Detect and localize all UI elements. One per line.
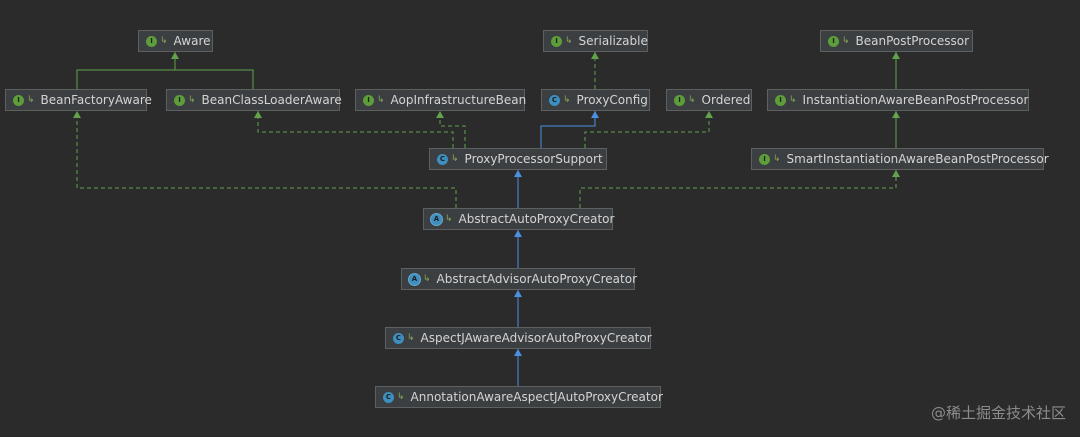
edge-arrowhead xyxy=(171,52,179,59)
node-label: Aware xyxy=(173,34,211,48)
node-label: ProxyConfig xyxy=(576,93,648,107)
interface-icon: I xyxy=(674,94,685,106)
node-aop-infrastructure-bean[interactable]: I↳ AopInfrastructureBean xyxy=(355,89,527,111)
node-label: AbstractAdvisorAutoProxyCreator xyxy=(436,272,637,286)
modifier-icon: ↳ xyxy=(377,95,385,105)
modifier-icon: ↳ xyxy=(842,36,850,46)
edge-arrowhead xyxy=(892,52,900,59)
node-label: Serializable xyxy=(578,34,648,48)
modifier-icon: ↳ xyxy=(789,95,797,105)
modifier-icon: ↳ xyxy=(160,36,168,46)
node-label: Ordered xyxy=(701,93,751,107)
edge-arrowhead xyxy=(514,349,522,356)
watermark: @稀土掘金技术社区 xyxy=(930,404,1066,422)
modifier-icon: ↳ xyxy=(451,154,459,164)
interface-icon: I xyxy=(13,94,24,106)
modifier-icon: ↳ xyxy=(423,274,431,284)
interface-icon: I xyxy=(551,35,562,47)
edge-arrowhead xyxy=(514,230,522,237)
modifier-icon: ↳ xyxy=(773,154,781,164)
interface-icon: I xyxy=(146,35,157,47)
edge-proxyProcessorSupport-to-proxyConfig xyxy=(540,111,596,148)
edge-arrowhead xyxy=(591,111,599,118)
edge-arrowhead xyxy=(254,111,262,118)
modifier-icon: ↳ xyxy=(27,95,35,105)
edge-abstractAutoProxyCreator-to-smartInstantiationAwareBeanPostProcessor xyxy=(579,170,897,208)
edge-proxyProcessorSupport-to-aopInfrastructureBean xyxy=(439,111,466,148)
node-label: ProxyProcessorSupport xyxy=(464,152,603,166)
node-ordered[interactable]: I↳ Ordered xyxy=(666,89,752,111)
interface-icon: I xyxy=(775,94,786,106)
modifier-icon: ↳ xyxy=(563,95,571,105)
node-smart-instantiation-aware-bean-post-processor[interactable]: I↳ SmartInstantiationAwareBeanPostProcess… xyxy=(751,148,1049,170)
modifier-icon: ↳ xyxy=(188,95,196,105)
modifier-icon: ↳ xyxy=(565,36,573,46)
node-abstract-advisor-auto-proxy-creator[interactable]: A↳ AbstractAdvisorAutoProxyCreator xyxy=(401,268,637,290)
edge-arrowhead xyxy=(591,52,599,59)
node-annotation-aware-aspectj-auto-proxy-creator[interactable]: C↳ AnnotationAwareAspectJAutoProxyCreator xyxy=(375,386,663,408)
abstract-class-icon: A xyxy=(431,213,442,225)
edge-beanClassLoaderAware-to-aware xyxy=(175,69,254,89)
modifier-icon: ↳ xyxy=(445,214,453,224)
class-icon: C xyxy=(383,391,394,403)
node-aware[interactable]: I↳ Aware xyxy=(138,30,213,52)
class-icon: C xyxy=(437,153,448,165)
interface-icon: I xyxy=(174,94,185,106)
edge-proxyProcessorSupport-to-ordered xyxy=(584,111,710,148)
node-proxy-config[interactable]: C↳ ProxyConfig xyxy=(541,89,650,111)
edge-arrowhead xyxy=(436,111,444,118)
node-label: AspectJAwareAdvisorAutoProxyCreator xyxy=(420,331,652,345)
interface-icon: I xyxy=(363,94,374,106)
node-label: AnnotationAwareAspectJAutoProxyCreator xyxy=(410,390,663,404)
node-label: BeanFactoryAware xyxy=(40,93,152,107)
interface-icon: I xyxy=(759,153,770,165)
edge-arrowhead xyxy=(705,111,713,118)
interface-icon: I xyxy=(828,35,839,47)
node-proxy-processor-support[interactable]: C↳ ProxyProcessorSupport xyxy=(429,148,607,170)
edge-beanFactoryAware-to-aware xyxy=(76,52,176,89)
edge-arrowhead xyxy=(892,170,900,177)
node-bean-class-loader-aware[interactable]: I↳ BeanClassLoaderAware xyxy=(166,89,342,111)
edge-arrowhead xyxy=(514,170,522,177)
node-label: InstantiationAwareBeanPostProcessor xyxy=(802,93,1029,107)
node-aspectj-aware-advisor-auto-proxy-creator[interactable]: C↳ AspectJAwareAdvisorAutoProxyCreator xyxy=(385,327,652,349)
node-bean-factory-aware[interactable]: I↳ BeanFactoryAware xyxy=(5,89,152,111)
edge-arrowhead xyxy=(514,290,522,297)
edge-arrowhead xyxy=(73,111,81,118)
node-label: AbstractAutoProxyCreator xyxy=(458,212,615,226)
node-label: BeanPostProcessor xyxy=(855,34,970,48)
class-icon: C xyxy=(549,94,560,106)
node-label: SmartInstantiationAwareBeanPostProcessor xyxy=(786,152,1049,166)
edge-proxyProcessorSupport-to-beanClassLoaderAware xyxy=(257,111,454,148)
node-instantiation-aware-bean-post-processor[interactable]: I↳ InstantiationAwareBeanPostProcessor xyxy=(767,89,1029,111)
edge-abstractAutoProxyCreator-to-beanFactoryAware xyxy=(76,111,457,208)
node-label: AopInfrastructureBean xyxy=(390,93,527,107)
node-serializable[interactable]: I↳ Serializable xyxy=(543,30,648,52)
modifier-icon: ↳ xyxy=(397,392,405,402)
modifier-icon: ↳ xyxy=(688,95,696,105)
node-abstract-auto-proxy-creator[interactable]: A↳ AbstractAutoProxyCreator xyxy=(423,208,615,230)
modifier-icon: ↳ xyxy=(407,333,415,343)
node-label: BeanClassLoaderAware xyxy=(201,93,342,107)
class-icon: C xyxy=(393,332,404,344)
edge-arrowhead xyxy=(892,111,900,118)
node-bean-post-processor[interactable]: I↳ BeanPostProcessor xyxy=(820,30,973,52)
abstract-class-icon: A xyxy=(409,273,420,285)
